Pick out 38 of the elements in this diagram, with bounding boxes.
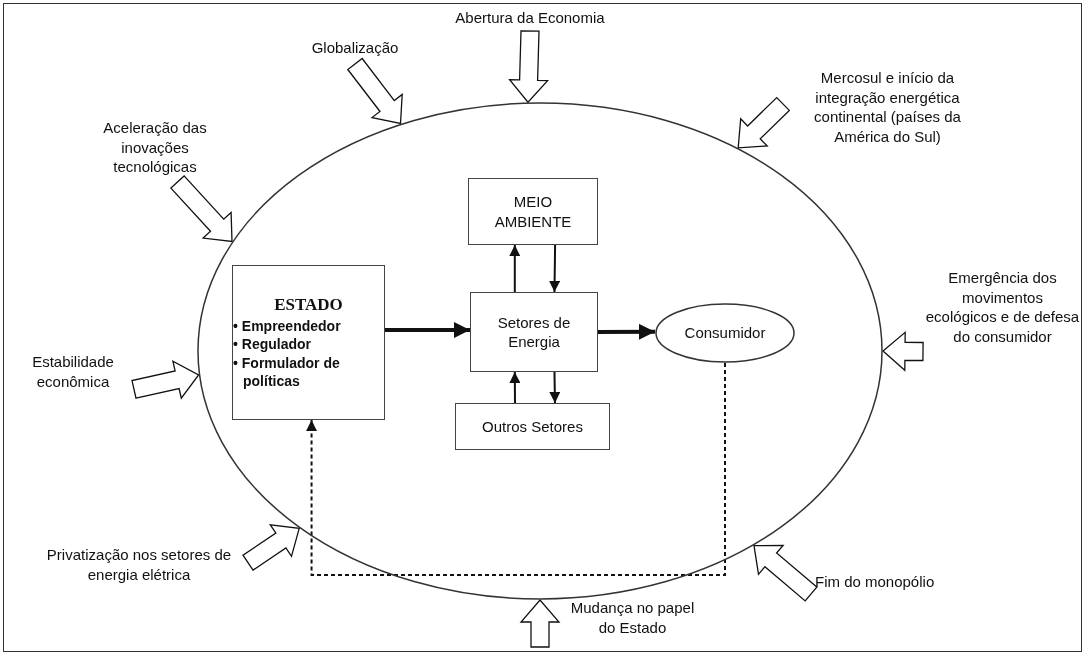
factor-label: Abertura da Economia: [430, 8, 630, 30]
process-box: [455, 403, 610, 450]
arrow: [509, 244, 521, 293]
factor-label: Estabilidade econômica: [12, 352, 134, 396]
list-item: • Formulador de políticas: [233, 353, 341, 390]
node-label: Consumidor: [684, 323, 766, 343]
thick-arrow: [385, 322, 470, 338]
list-item: • Empreendedor: [233, 317, 342, 336]
factor-label: Emergência dos movimentos ecológicos e de defesa do consumidor: [925, 268, 1080, 410]
block-arrow: [508, 30, 550, 104]
box-label: MEIO AMBIENTE: [493, 192, 573, 231]
block-arrow: [346, 57, 403, 125]
factor-label: Fim do monopólio: [815, 572, 950, 616]
process-box: [468, 178, 598, 245]
arrow: [549, 244, 561, 293]
factor-label: Mercosul e início da integração energética continental (países da América do Sul): [785, 68, 990, 148]
oval-node: [655, 303, 795, 363]
box-heading: ESTADO: [274, 295, 343, 316]
block-arrow: [753, 544, 818, 602]
block-arrow: [882, 330, 924, 372]
process-box: [470, 292, 598, 372]
thick-arrow: [598, 323, 655, 340]
block-arrow: [131, 359, 200, 400]
factor-label: Aceleração das inovações tecnológicas: [80, 118, 230, 180]
arrow: [509, 371, 521, 404]
block-arrow: [519, 599, 561, 648]
factor-label: Mudança no papel do Estado: [565, 598, 700, 642]
box-label: Setores de Energia: [496, 312, 572, 352]
list-item: • Regulador: [233, 335, 313, 354]
factor-label: Privatização nos setores de energia elétrica: [30, 545, 248, 589]
box-label: Outros Setores: [481, 416, 584, 437]
factor-label: Globalização: [290, 38, 420, 60]
block-arrow: [170, 174, 233, 243]
process-box: [232, 265, 385, 420]
block-arrow: [242, 524, 301, 571]
block-arrow: [737, 96, 791, 149]
dashed-arrow: [306, 362, 726, 576]
arrow: [549, 371, 561, 404]
